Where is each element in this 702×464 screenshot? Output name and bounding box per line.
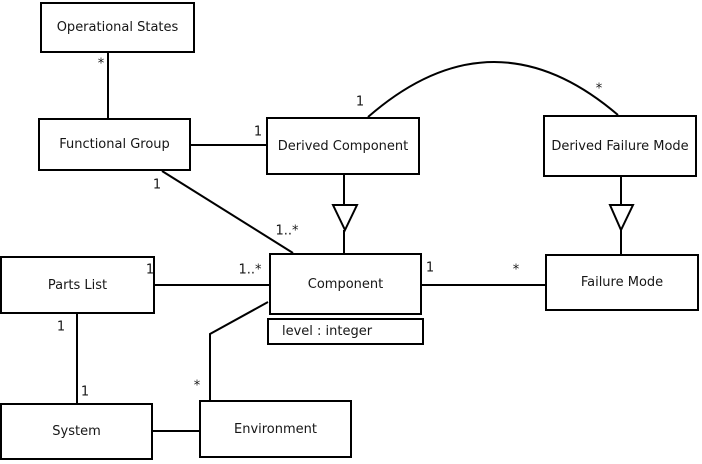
class-box-system[interactable]: System [0, 403, 153, 460]
class-name-label: Functional Group [59, 137, 170, 152]
attribute-label: level : integer [282, 324, 373, 339]
edge-environment-component[interactable] [209, 301, 269, 400]
multiplicity-label: 1..* [275, 223, 299, 239]
multiplicity-label: 1 [56, 319, 66, 335]
multiplicity-label: 1 [152, 177, 162, 193]
class-box-derived-failure-mode[interactable]: Derived Failure Mode [543, 115, 697, 177]
class-name-label: Derived Component [277, 138, 409, 154]
class-name-label: Parts List [47, 277, 108, 293]
multiplicity-label: 1..* [238, 262, 262, 278]
class-attributes-component[interactable]: level : integer [267, 318, 424, 345]
edge-functional-group-component[interactable] [161, 170, 294, 254]
multiplicity-label: * [97, 56, 105, 72]
multiplicity-label: 1 [80, 384, 90, 400]
class-name-label: System [52, 424, 101, 439]
multiplicity-label: 1 [253, 124, 263, 140]
class-name-label: Environment [233, 421, 317, 437]
class-box-derived-component[interactable]: Derived Component [266, 117, 420, 175]
class-box-functional-group[interactable]: Functional Group [38, 118, 191, 171]
multiplicity-label: 1 [145, 262, 155, 278]
multiplicity-label: * [512, 262, 520, 278]
multiplicity-label: 1 [355, 94, 365, 110]
class-box-parts-list[interactable]: Parts List [0, 256, 155, 314]
multiplicity-label: * [595, 81, 603, 97]
class-name-label: Failure Mode [580, 275, 664, 290]
class-name-label: Derived Failure Mode [551, 138, 689, 154]
multiplicity-label: 1 [425, 260, 435, 276]
multiplicity-label: * [193, 378, 201, 394]
class-box-environment[interactable]: Environment [199, 400, 352, 458]
generalization-triangle-failure-mode[interactable] [608, 204, 635, 233]
class-name-label: Operational States [56, 20, 179, 35]
edge-derived-component-derived-failure-mode-arc[interactable] [367, 61, 619, 118]
class-name-label: Component [307, 276, 384, 292]
class-box-component[interactable]: Component [269, 253, 422, 315]
class-box-operational-states[interactable]: Operational States [40, 2, 195, 53]
generalization-triangle-component[interactable] [331, 204, 359, 233]
class-box-failure-mode[interactable]: Failure Mode [545, 254, 699, 311]
